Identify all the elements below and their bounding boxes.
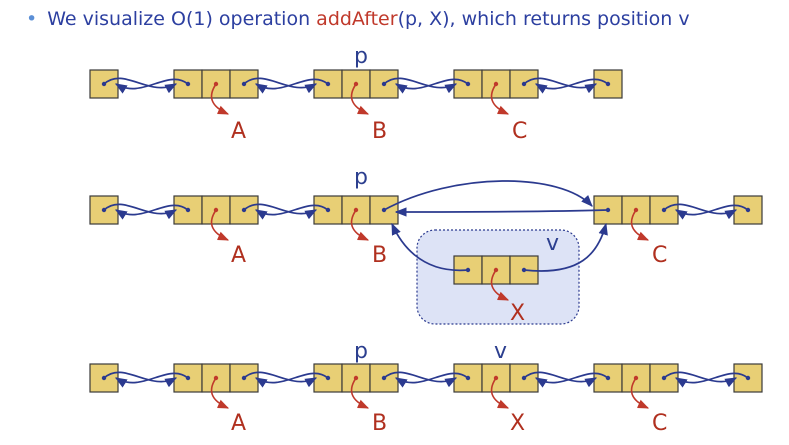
list-row-after xyxy=(89,363,763,409)
element-label-b-1: B xyxy=(372,119,387,144)
prev-cell xyxy=(453,363,483,393)
list-node xyxy=(593,363,679,409)
prev-link-arrow xyxy=(254,204,329,220)
next-link-arrow xyxy=(243,77,318,94)
next-link-arrow xyxy=(523,371,598,388)
next-link-arrow xyxy=(523,77,598,94)
next-link-arrow xyxy=(103,203,178,220)
list-node xyxy=(453,363,539,409)
list-row-before xyxy=(89,69,623,115)
element-pointer-arrow xyxy=(210,377,230,409)
new-next-link-arrow xyxy=(523,222,608,272)
list-node xyxy=(313,195,399,241)
element-pointer-arrow xyxy=(630,377,650,409)
list-node xyxy=(173,69,259,115)
element-label-a-2: A xyxy=(231,243,246,268)
prev-link-arrow xyxy=(394,78,469,94)
element-pointer-arrow xyxy=(490,269,510,301)
old-prev-link-arrow xyxy=(394,207,609,217)
next-link-arrow xyxy=(243,203,318,220)
prev-link-arrow xyxy=(534,78,609,94)
caption-keyword: addAfter xyxy=(316,8,398,30)
element-cell xyxy=(621,363,651,393)
next-link-arrow xyxy=(663,203,738,220)
prev-link-arrow xyxy=(674,204,749,220)
next-link-arrow xyxy=(383,77,458,94)
position-label-v-2: v xyxy=(546,231,559,256)
next-link-arrow xyxy=(663,371,738,388)
caption-line: • We visualize O(1) operation addAfter(p,… xyxy=(26,8,690,30)
list-node xyxy=(593,195,679,241)
element-label-x-3: X xyxy=(510,411,525,436)
position-label-p-1: p xyxy=(354,44,368,69)
next-link-arrow xyxy=(103,77,178,94)
bullet-icon: • xyxy=(26,8,38,30)
caption-before: We visualize O(1) operation xyxy=(47,8,317,30)
prev-cell xyxy=(313,195,343,225)
prev-link-arrow xyxy=(114,372,189,388)
prev-link-arrow xyxy=(254,78,329,94)
element-pointer-arrow xyxy=(350,377,370,409)
next-link-arrow xyxy=(383,371,458,388)
list-node xyxy=(453,69,539,115)
list-node xyxy=(173,195,259,241)
new-prev-link-arrow xyxy=(391,222,469,272)
next-link-arrow xyxy=(243,371,318,388)
new-node-links xyxy=(391,222,608,301)
position-label-v-3: v xyxy=(494,339,507,364)
element-label-x-2: X xyxy=(510,301,525,326)
caption-after: (p, X), which returns position v xyxy=(397,8,690,30)
element-label-a-3: A xyxy=(231,411,246,436)
prev-link-arrow xyxy=(674,372,749,388)
position-label-p-2: p xyxy=(354,165,368,190)
prev-link-arrow xyxy=(394,372,469,388)
element-label-a-1: A xyxy=(231,119,246,144)
prev-link-arrow xyxy=(114,78,189,94)
element-label-c-1: C xyxy=(512,119,527,144)
element-label-b-2: B xyxy=(372,243,387,268)
element-pointer-arrow xyxy=(490,377,510,409)
element-label-b-3: B xyxy=(372,411,387,436)
prev-link-arrow xyxy=(114,204,189,220)
element-pointer-arrow xyxy=(210,209,230,241)
element-pointer-arrow xyxy=(490,83,510,115)
element-pointer-arrow xyxy=(350,83,370,115)
list-node xyxy=(313,69,399,115)
list-node xyxy=(313,363,399,409)
prev-link-arrow xyxy=(534,372,609,388)
element-pointer-arrow xyxy=(210,83,230,115)
prev-link-arrow xyxy=(254,372,329,388)
list-node xyxy=(173,363,259,409)
position-label-p-3: p xyxy=(354,339,368,364)
list-row-during xyxy=(89,180,763,241)
element-label-c-3: C xyxy=(652,411,667,436)
next-link-arrow xyxy=(103,371,178,388)
element-pointer-arrow xyxy=(350,209,370,241)
element-pointer-arrow xyxy=(630,209,650,241)
element-label-c-2: C xyxy=(652,243,667,268)
old-next-link-arrow xyxy=(383,180,593,211)
prev-cell xyxy=(453,69,483,99)
element-cell xyxy=(341,363,371,393)
